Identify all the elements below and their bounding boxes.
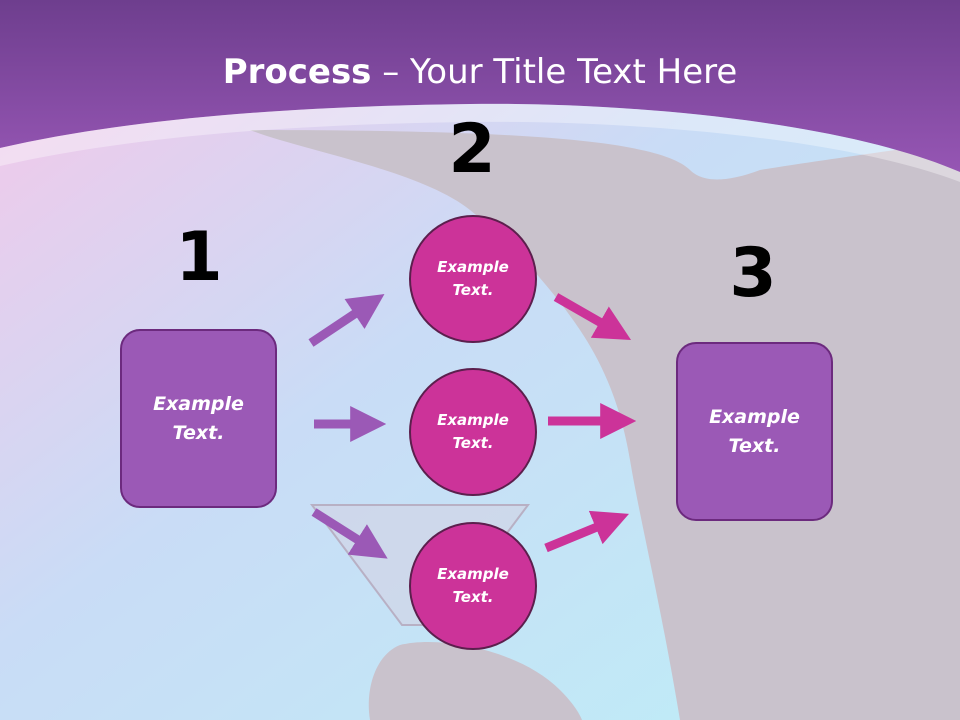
step-number-2: 2 — [448, 110, 496, 189]
step-number-1: 1 — [175, 218, 223, 297]
step-2-circle-middle: Example Text. — [409, 368, 537, 496]
circle-bottom-text: Example Text. — [437, 564, 509, 606]
circle-top-text: Example Text. — [437, 257, 509, 299]
step-2-circle-bottom: Example Text. — [409, 522, 537, 650]
step-1-box-text: Example Text. — [153, 393, 244, 444]
header-band — [0, 0, 960, 172]
circle-middle-text: Example Text. — [437, 410, 509, 452]
title-rest: – Your Title Text Here — [371, 52, 738, 92]
step-1-box: Example Text. — [120, 329, 277, 508]
title-bold: Process — [222, 52, 372, 92]
hand-shape — [368, 642, 582, 720]
step-3-box: Example Text. — [676, 342, 833, 521]
step-3-box-text: Example Text. — [709, 406, 800, 457]
slide-title: Process – Your Title Text Here — [0, 52, 960, 92]
header-swoosh — [0, 103, 960, 182]
step-2-circle-top: Example Text. — [409, 215, 537, 343]
silhouette-shape — [250, 130, 960, 720]
step-number-3: 3 — [729, 234, 777, 313]
